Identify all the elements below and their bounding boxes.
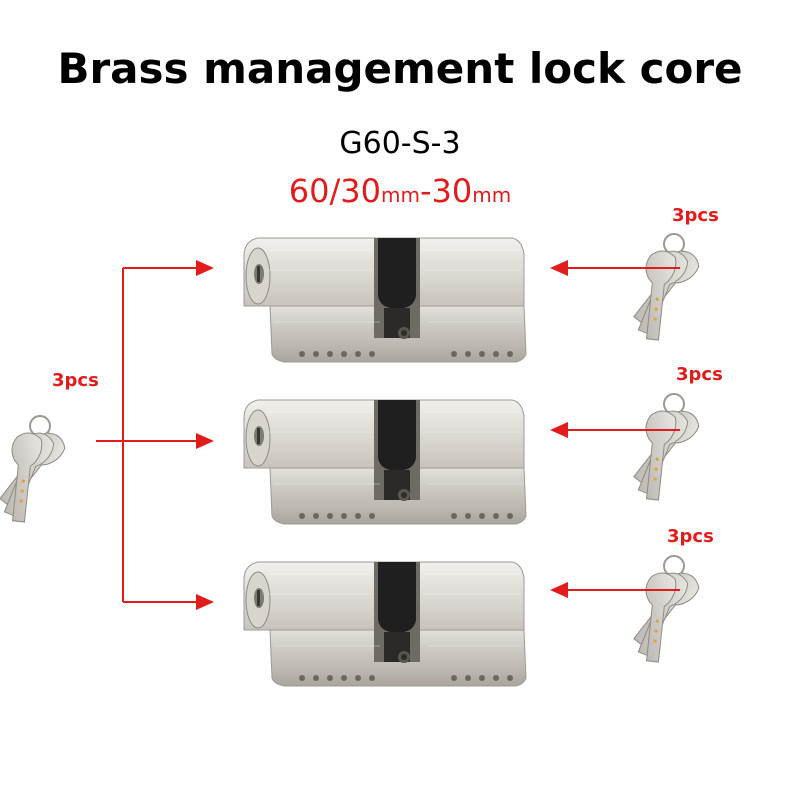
lock-cylinder-1 (243, 237, 527, 363)
size-b: 30 (431, 172, 473, 210)
right-keys-quantity-3: 3pcs (667, 526, 714, 547)
product-title: Brass management lock core (57, 44, 743, 93)
model-number: G60-S-3 (339, 126, 461, 161)
right-keys-quantity-2: 3pcs (676, 364, 723, 385)
left-arrow-bracket (96, 260, 214, 610)
lock-cylinder-2 (243, 399, 527, 525)
left-key-set (0, 415, 70, 524)
right-key-set-2 (626, 393, 704, 502)
right-key-set-3 (626, 555, 704, 664)
size-unit-b: mm (472, 183, 512, 207)
right-key-set-1 (626, 233, 704, 342)
lock-cylinder-3 (243, 561, 527, 687)
right-keys-quantity-1: 3pcs (672, 205, 719, 226)
left-keys-quantity: 3pcs (52, 370, 99, 391)
size-spec: 60/30mm-30mm (0, 172, 800, 210)
size-a: 60/30 (288, 172, 381, 210)
size-unit-a: mm (381, 183, 420, 207)
right-arrows (550, 260, 680, 598)
size-dash: - (419, 172, 432, 210)
